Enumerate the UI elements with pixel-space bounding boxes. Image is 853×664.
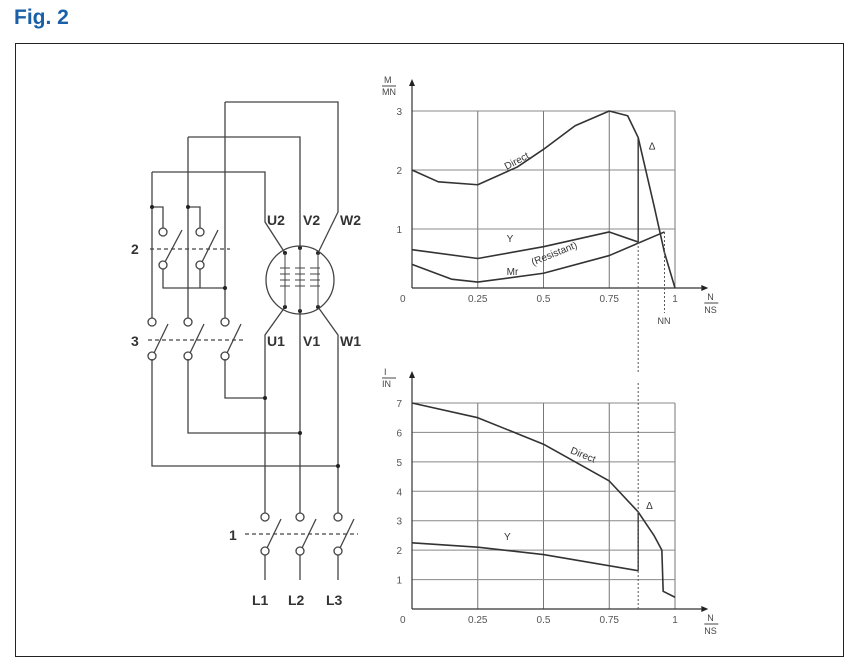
y-tick-label: 6: [396, 428, 402, 439]
terminal-w1: W1: [340, 333, 361, 349]
curve-label-direct: Direct: [569, 446, 598, 466]
switch-contacts: [147, 227, 358, 556]
y-axis-arrow: [409, 371, 415, 378]
line-l2: L2: [288, 592, 305, 608]
terminal-u2: U2: [267, 212, 285, 228]
x-axis-arrow: [701, 606, 709, 612]
switch-1-label: 1: [229, 527, 237, 543]
switch-2-label: 2: [131, 241, 139, 257]
x-tick-label: 0.75: [600, 294, 620, 305]
series-y-line: [411, 541, 639, 572]
figure-frame: [15, 43, 844, 657]
motor-icon: [265, 245, 335, 315]
curve-label-y: Y: [504, 532, 511, 543]
figure-title: Fig. 2: [14, 6, 69, 29]
series-y-line: [411, 231, 639, 260]
x-tick-label: 0.75: [600, 615, 620, 626]
x-axis-label-denominator: NS: [704, 626, 717, 636]
y-axis-label-numerator: I: [384, 367, 387, 377]
x-tick-label: 0.25: [468, 615, 488, 626]
y-axis-label-numerator: M: [384, 75, 392, 85]
y-axis-arrow: [409, 79, 415, 86]
x-tick-label: 1: [672, 294, 678, 305]
x-tick-label: 0: [400, 615, 406, 626]
series-direct-line: [411, 110, 676, 289]
y-axis-label-denominator: MN: [382, 87, 396, 97]
terminal-w2: W2: [340, 212, 361, 228]
curve-label-δ: Δ: [649, 141, 656, 152]
x-tick-label: 0: [400, 294, 406, 305]
line-l3: L3: [326, 592, 343, 608]
terminal-v1: V1: [303, 333, 320, 349]
y-tick-label: 2: [396, 166, 402, 177]
x-tick-label: 0.5: [537, 615, 551, 626]
x-axis-label-denominator: NS: [704, 305, 717, 315]
x-axis-label-numerator: N: [707, 292, 714, 302]
y-tick-label: 3: [396, 107, 402, 118]
y-tick-label: 4: [396, 487, 402, 498]
wires: [151, 101, 339, 580]
nominal-speed-label: NN: [657, 316, 670, 326]
y-tick-label: 5: [396, 458, 402, 469]
line-l1: L1: [252, 592, 269, 608]
curve-label-mr: Mr: [507, 267, 519, 278]
curve-label-δ: Δ: [646, 501, 653, 512]
x-tick-label: 0.25: [468, 294, 488, 305]
y-tick-label: 3: [396, 517, 402, 528]
switch-3-label: 3: [131, 333, 139, 349]
terminal-u1: U1: [267, 333, 285, 349]
x-axis-label-numerator: N: [707, 613, 714, 623]
terminal-v2: V2: [303, 212, 320, 228]
x-axis-arrow: [701, 285, 709, 291]
y-tick-label: 1: [396, 225, 402, 236]
curve-label-y: Y: [507, 234, 514, 245]
y-tick-label: 2: [396, 546, 402, 557]
curve-label-direct: Direct: [503, 151, 531, 173]
y-tick-label: 1: [396, 576, 402, 587]
y-tick-label: 7: [396, 399, 402, 410]
y-axis-label-denominator: IN: [382, 379, 391, 389]
x-tick-label: 0.5: [537, 294, 551, 305]
x-tick-label: 1: [672, 615, 678, 626]
series-mr-resistant--line: [411, 231, 665, 283]
